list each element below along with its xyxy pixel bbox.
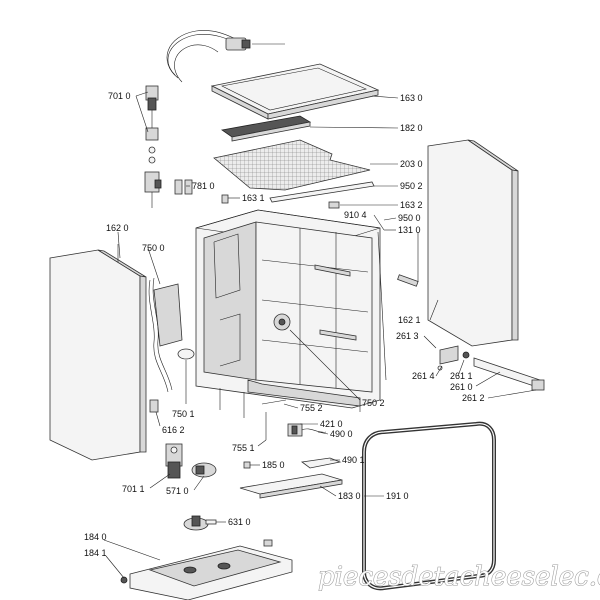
clip-163-2-part — [328, 201, 340, 209]
label-184-1: 184 1 — [84, 548, 107, 558]
part-131-0 — [397, 274, 419, 287]
leader-lines — [103, 91, 537, 579]
label-182-0: 182 0 — [400, 123, 423, 133]
left-side-panel-part — [49, 244, 147, 461]
valve-assembly — [144, 85, 193, 208]
pump-571-part — [191, 462, 217, 478]
label-701-0: 701 0 — [108, 91, 131, 101]
label-191-0: 191 0 — [386, 491, 409, 501]
label-571-0: 571 0 — [166, 486, 189, 496]
tub-cabinet — [195, 209, 387, 418]
sensor-part — [287, 423, 327, 437]
inlet-hose — [166, 30, 285, 83]
label-781-0: 781 0 — [192, 181, 215, 191]
label-162-1: 162 1 — [398, 315, 421, 325]
label-950-0: 950 0 — [398, 213, 421, 223]
clip-163-1-part — [221, 194, 229, 204]
label-950-2: 950 2 — [400, 181, 423, 191]
label-750-1: 750 1 — [172, 409, 195, 419]
label-131-0: 131 0 — [398, 225, 421, 235]
drain-connector-part — [183, 515, 217, 531]
label-203-0: 203 0 — [400, 159, 423, 169]
label-701-1: 701 1 — [122, 484, 145, 494]
cable-harness — [148, 277, 195, 393]
label-261-3: 261 3 — [396, 331, 419, 341]
label-490-1: 490 1 — [342, 455, 365, 465]
label-755-1: 755 1 — [232, 443, 255, 453]
label-616-2: 616 2 — [162, 425, 185, 435]
door-seal-part — [362, 421, 496, 591]
base-tray-part — [120, 539, 293, 600]
label-755-2: 755 2 — [300, 403, 323, 413]
part-616-2 — [149, 399, 159, 413]
label-261-0: 261 0 — [450, 382, 473, 392]
label-261-2: 261 2 — [462, 393, 485, 403]
label-750-2: 750 2 — [362, 398, 385, 408]
right-side-panel-part — [427, 139, 519, 347]
watermark-text: piecesdetacheeselec.com — [318, 562, 600, 592]
door-spring-part — [261, 399, 287, 440]
label-490-0: 490 0 — [330, 429, 353, 439]
label-631-0: 631 0 — [228, 517, 251, 527]
label-163-2: 163 2 — [400, 200, 423, 210]
worktop-part — [210, 63, 380, 120]
bracket-490-1 — [300, 457, 342, 469]
label-163-1: 163 1 — [242, 193, 265, 203]
hinge-assembly — [437, 345, 545, 391]
label-750-0: 750 0 — [142, 243, 165, 253]
front-strip-part — [220, 115, 312, 142]
label-910-4: 910 4 — [344, 210, 367, 220]
kickplate-part — [239, 473, 343, 499]
screw-185-0 — [243, 461, 251, 469]
label-261-4: 261 4 — [412, 371, 435, 381]
label-163-0: 163 0 — [400, 93, 423, 103]
label-162-0: 162 0 — [106, 223, 129, 233]
label-421-0: 421 0 — [320, 419, 343, 429]
label-185-0: 185 0 — [262, 460, 285, 470]
label-183-0: 183 0 — [338, 491, 361, 501]
label-261-1: 261 1 — [450, 371, 473, 381]
label-184-0: 184 0 — [84, 532, 107, 542]
insulation-mat-part — [213, 139, 371, 191]
drain-pump-part — [165, 443, 183, 479]
part-labels: 163 0 701 0 182 0 203 0 781 0 950 2 163 … — [84, 91, 485, 558]
